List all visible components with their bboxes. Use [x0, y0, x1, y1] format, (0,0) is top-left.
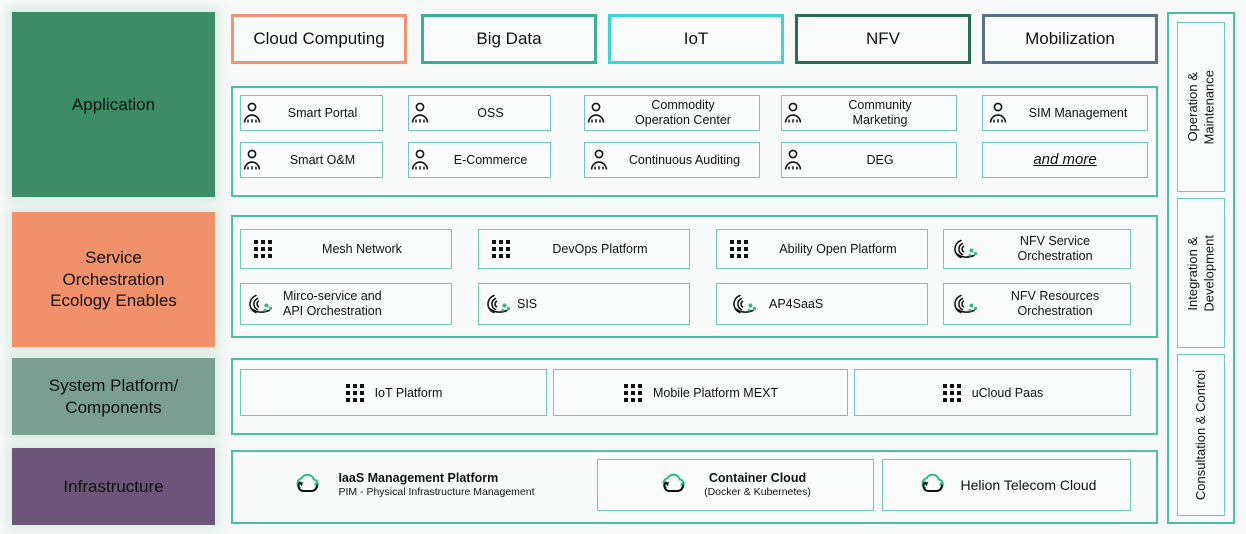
app-card-commodity-operation-center[interactable]: Commodity Operation Center [584, 95, 760, 131]
rail-label: Consultation & Control [1192, 369, 1208, 501]
card-label: Smart O&M [289, 152, 356, 167]
cloud-refresh-icon [658, 471, 692, 499]
tab-mobilization[interactable]: Mobilization [982, 14, 1158, 64]
card-label: Ability Open Platform [779, 241, 897, 256]
layer-label-service-orchestration: Service Orchestration Ecology Enables [12, 212, 215, 347]
grid-dots-icon [253, 239, 273, 259]
person-icon [241, 148, 263, 172]
card-label: Smart Portal [287, 105, 358, 120]
grid-dots-icon [491, 239, 511, 259]
app-card-smart-portal[interactable]: Smart Portal [240, 95, 383, 131]
sp-card-mobile-platform-mext[interactable]: Mobile Platform MEXT [553, 369, 848, 416]
person-icon [782, 148, 804, 172]
card-label: OSS [477, 105, 504, 120]
person-icon [987, 101, 1009, 125]
orchestration-icon [247, 292, 275, 316]
person-icon [588, 148, 610, 172]
rail-cell-consultation-control[interactable]: Consultation & Control [1177, 354, 1225, 516]
grid-dots-icon [345, 383, 365, 403]
sp-card-iot-platform[interactable]: IoT Platform [240, 369, 547, 416]
tab-iot[interactable]: IoT [608, 14, 784, 64]
rail-cell-integration-development[interactable]: Integration & Development [1177, 198, 1225, 348]
so-card-ap4saas[interactable]: AP4SaaS [716, 283, 928, 325]
so-card-nfv-resources-orchestration[interactable]: NFV Resources Orchestration [943, 283, 1131, 325]
orchestration-icon [731, 292, 759, 316]
card-label: uCloud Paas [971, 385, 1044, 400]
card-label: Helion Telecom Cloud [960, 477, 1097, 493]
card-label: AP4SaaS [769, 296, 824, 311]
card-label: IaaS Management Platform PIM - Physical … [338, 471, 535, 499]
so-card-microservice-api-orchestration[interactable]: Mirco-service and API Orchestration [240, 283, 452, 325]
app-card-and-more[interactable]: and more [982, 142, 1148, 178]
card-label: Mirco-service and API Orchestration [283, 289, 382, 318]
so-card-devops-platform[interactable]: DevOps Platform [478, 229, 690, 269]
cloud-refresh-icon [917, 471, 951, 499]
so-card-ability-open-platform[interactable]: Ability Open Platform [716, 229, 928, 269]
rail-label: Integration & Development [1184, 234, 1216, 312]
orchestration-icon [952, 292, 980, 316]
card-label: NFV Service Orchestration [1017, 234, 1093, 263]
grid-dots-icon [942, 383, 962, 403]
tab-nfv[interactable]: NFV [795, 14, 971, 64]
orchestration-icon [485, 292, 513, 316]
app-card-sim-management[interactable]: SIM Management [982, 95, 1148, 131]
layer-label-application: Application [12, 12, 215, 197]
infra-card-iaas-management-platform[interactable]: IaaS Management Platform PIM - Physical … [240, 459, 589, 511]
card-label: Container Cloud (Docker & Kubernetes) [704, 471, 811, 499]
app-card-smart-om[interactable]: Smart O&M [240, 142, 383, 178]
app-card-deg[interactable]: DEG [781, 142, 957, 178]
card-label: E-Commerce [453, 152, 528, 167]
app-card-e-commerce[interactable]: E-Commerce [408, 142, 551, 178]
tab-cloud-computing[interactable]: Cloud Computing [231, 14, 407, 64]
app-card-community-marketing[interactable]: Community Marketing [781, 95, 957, 131]
card-label: Continuous Auditing [628, 152, 741, 167]
app-card-continuous-auditing[interactable]: Continuous Auditing [584, 142, 760, 178]
rail-label: Operation & Maintenance [1184, 69, 1216, 145]
rail-cell-operation-maintenance[interactable]: Operation & Maintenance [1177, 22, 1225, 192]
card-label: Community Marketing [848, 98, 912, 127]
tab-big-data[interactable]: Big Data [421, 14, 597, 64]
card-label: SIS [517, 296, 538, 311]
card-label: SIM Management [1028, 105, 1128, 120]
infra-card-helion-telecom-cloud[interactable]: Helion Telecom Cloud [882, 459, 1131, 511]
so-card-sis[interactable]: SIS [478, 283, 690, 325]
layer-label-infrastructure: Infrastructure [12, 448, 215, 525]
card-label: Mesh Network [322, 241, 402, 256]
infra-card-container-cloud[interactable]: Container Cloud (Docker & Kubernetes) [597, 459, 874, 511]
app-card-oss[interactable]: OSS [408, 95, 551, 131]
so-card-nfv-service-orchestration[interactable]: NFV Service Orchestration [943, 229, 1131, 269]
person-icon [409, 148, 431, 172]
card-label: and more [1033, 151, 1097, 169]
person-icon [409, 101, 431, 125]
person-icon [585, 101, 607, 125]
layer-label-system-platform: System Platform/ Components [12, 358, 215, 435]
card-label: NFV Resources Orchestration [1010, 289, 1100, 318]
card-label: DevOps Platform [552, 241, 648, 256]
card-label: Commodity Operation Center [635, 98, 731, 127]
grid-dots-icon [729, 239, 749, 259]
card-label: DEG [866, 152, 894, 167]
sp-card-ucloud-paas[interactable]: uCloud Paas [854, 369, 1131, 416]
card-label: Mobile Platform MEXT [652, 385, 779, 400]
cloud-refresh-icon [292, 471, 326, 499]
person-icon [782, 101, 804, 125]
orchestration-icon [952, 237, 980, 261]
card-label: IoT Platform [374, 385, 443, 400]
so-card-mesh-network[interactable]: Mesh Network [240, 229, 452, 269]
grid-dots-icon [623, 383, 643, 403]
person-icon [241, 101, 263, 125]
